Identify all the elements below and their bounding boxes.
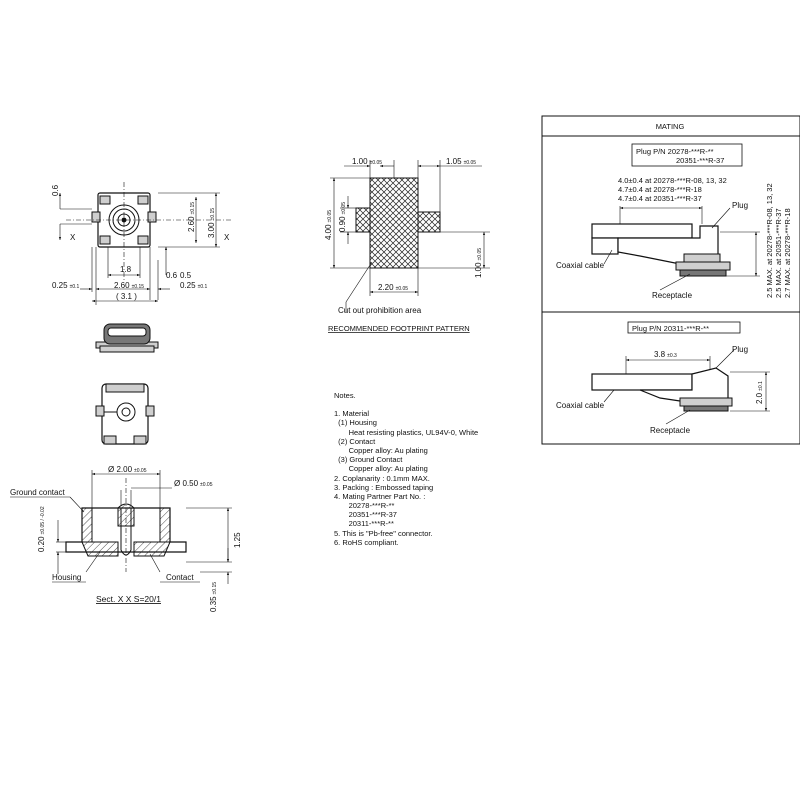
note-line: Heat resisting plastics, UL94V-0, White	[334, 428, 478, 437]
note-line: 20278-***R-**	[334, 501, 395, 510]
note-line: 4. Mating Partner Part No. :	[334, 492, 425, 501]
plug-pn-a-line2: 20351-***R-37	[676, 156, 724, 165]
coaxial-cable-label-a: Coaxial cable	[556, 261, 605, 270]
dim-2-60-horizontal: 2.60±0.15	[114, 281, 144, 290]
housing-label: Housing	[52, 573, 81, 582]
dim-1-8-label: 1.8	[120, 265, 132, 274]
plug-label-a: Plug	[732, 201, 748, 210]
note-line: (2) Contact	[334, 437, 376, 446]
side-view	[95, 323, 159, 353]
note-line: 5. This is "Pb-free" connector.	[334, 529, 433, 538]
receptacle-label-a: Receptacle	[652, 291, 693, 300]
note-line: (1) Housing	[334, 418, 377, 427]
vert-a-line3: 2.7 MAX. at 20278-***R-18	[783, 208, 792, 298]
section-view: Ø 2.00±0.05 Ø 0.50±0.05 Ground contact 0…	[10, 465, 242, 612]
dim-0-6-lower-label: 0.6	[166, 271, 178, 280]
dim-0-5-label: 0.5	[180, 271, 192, 280]
notes-block: Notes. 1. Material (1) Housing Heat resi…	[334, 391, 478, 547]
mating-header: MATING	[656, 122, 685, 131]
plug-pn-b: Plug P/N 20311-***R-**	[632, 324, 709, 333]
receptacle-label-b: Receptacle	[650, 426, 691, 435]
note-line: 20311-***R-**	[334, 519, 394, 528]
dim-1-00-top: 1.00±0.05	[352, 157, 382, 166]
cutout-label: Cut out prohibition area	[338, 306, 422, 315]
section-caption: Sect. X X S=20/1	[96, 594, 161, 604]
plug-label-b: Plug	[732, 345, 748, 354]
dim-b-height-label: 2.0±0.1	[755, 381, 764, 404]
footprint-pattern: 1.00±0.05 1.05±0.05 4.00±0.05 0.90±0.05 …	[324, 157, 490, 333]
plug-pn-a-line1: Plug P/N 20278-***R-**	[636, 147, 714, 156]
note-line: 3. Packing : Embossed taping	[334, 483, 433, 492]
dim-3-00-vertical: 3.00±0.15	[207, 208, 216, 238]
top-view: 0.6 2.60±0.15 3.00±0.15 X X 1.8 0.6 0.5 …	[51, 182, 232, 305]
footprint-title: RECOMMENDED FOOTPRINT PATTERN	[328, 324, 470, 333]
dim-0-6-label: 0.6	[51, 184, 60, 196]
note-line: 20351-***R-37	[334, 510, 397, 519]
note-line: (3) Ground Contact	[334, 455, 403, 464]
dim-3-1-label: ( 3.1 )	[116, 292, 137, 301]
section-mark-left: X	[70, 233, 76, 242]
coaxial-cable-label-b: Coaxial cable	[556, 401, 605, 410]
dim-0-20-label: 0.20±0.05 / -0.02	[37, 506, 46, 552]
dim-0-25-left-label: 0.25±0.1	[52, 281, 79, 290]
dim-b-label: 3.8±0.3	[654, 350, 677, 359]
dim-a-line2: 4.7±0.4 at 20278-***R-18	[618, 185, 702, 194]
note-line: 2. Coplanarity : 0.1mm MAX.	[334, 474, 430, 483]
note-line: Copper alloy: Au plating	[334, 464, 428, 473]
note-line: 6. RoHS compliant.	[334, 538, 399, 547]
mating-panel: MATING Plug P/N 20278-***R-** 20351-***R…	[541, 115, 800, 445]
dim-a-line3: 4.7±0.4 at 20351-***R-37	[618, 194, 702, 203]
dim-2-20-label: 2.20±0.05	[378, 283, 408, 292]
bottom-view	[95, 383, 155, 445]
dim-2-00-label: Ø 2.00±0.05	[108, 465, 147, 474]
section-mark-right: X	[224, 233, 230, 242]
notes-heading: Notes.	[334, 391, 356, 400]
dim-1-00-vertical: 1.00±0.05	[474, 248, 483, 278]
dim-2-60-vertical: 2.60±0.15	[187, 202, 196, 232]
dim-4-00-label: 4.00±0.05	[324, 210, 333, 240]
dim-0-25-right-label: 0.25±0.1	[180, 281, 207, 290]
contact-label: Contact	[166, 573, 194, 582]
dim-1-05-top: 1.05±0.05	[446, 157, 476, 166]
dim-a-line1: 4.0±0.4 at 20278-***R-08, 13, 32	[618, 176, 727, 185]
vert-a-line2: 2.5 MAX. at 20351-***R-37	[774, 208, 783, 298]
dim-0-35-label: 0.35±0.15	[209, 582, 218, 612]
note-line: Copper alloy: Au plating	[334, 446, 428, 455]
dim-0-50-label: Ø 0.50±0.05	[174, 479, 213, 488]
dim-1-25-label: 1.25	[233, 532, 242, 548]
dim-0-90-label: 0.90±0.05	[338, 202, 347, 232]
note-line: 1. Material	[334, 409, 369, 418]
vert-a-line1: 2.5 MAX. at 20278-***R-08, 13, 32	[765, 183, 774, 298]
ground-contact-label: Ground contact	[10, 488, 65, 497]
